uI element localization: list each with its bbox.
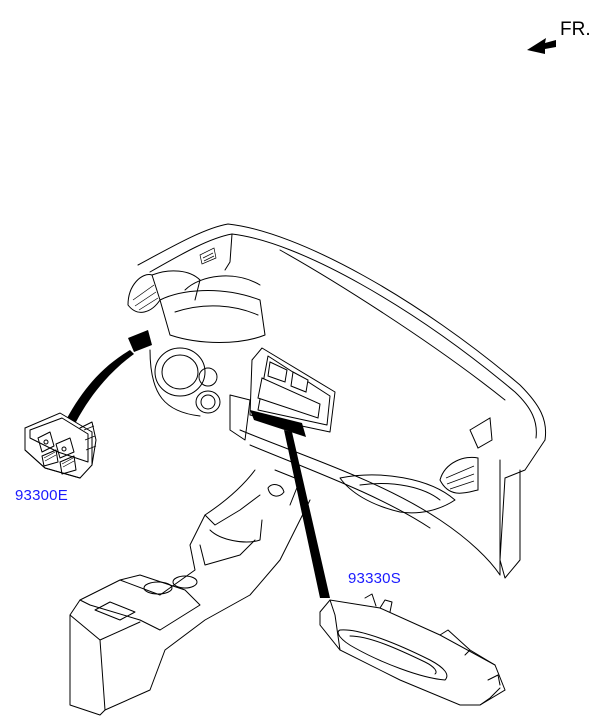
console-switch-slot bbox=[128, 330, 306, 437]
dashboard-panel bbox=[137, 223, 547, 579]
front-arrow-icon bbox=[527, 38, 556, 54]
instrument-cluster bbox=[149, 275, 266, 417]
part-number-93300E[interactable]: 93300E bbox=[15, 487, 68, 504]
console-tray-93330S bbox=[319, 593, 506, 706]
leader-93330S bbox=[284, 430, 330, 598]
center-stack bbox=[229, 347, 336, 441]
leader-93300E bbox=[66, 350, 134, 422]
switch-assembly-93300E bbox=[24, 412, 97, 479]
front-direction-label: FR. bbox=[560, 19, 591, 40]
part-number-93330S[interactable]: 93330S bbox=[348, 570, 401, 587]
left-air-vent bbox=[127, 270, 201, 313]
center-console bbox=[69, 469, 311, 716]
